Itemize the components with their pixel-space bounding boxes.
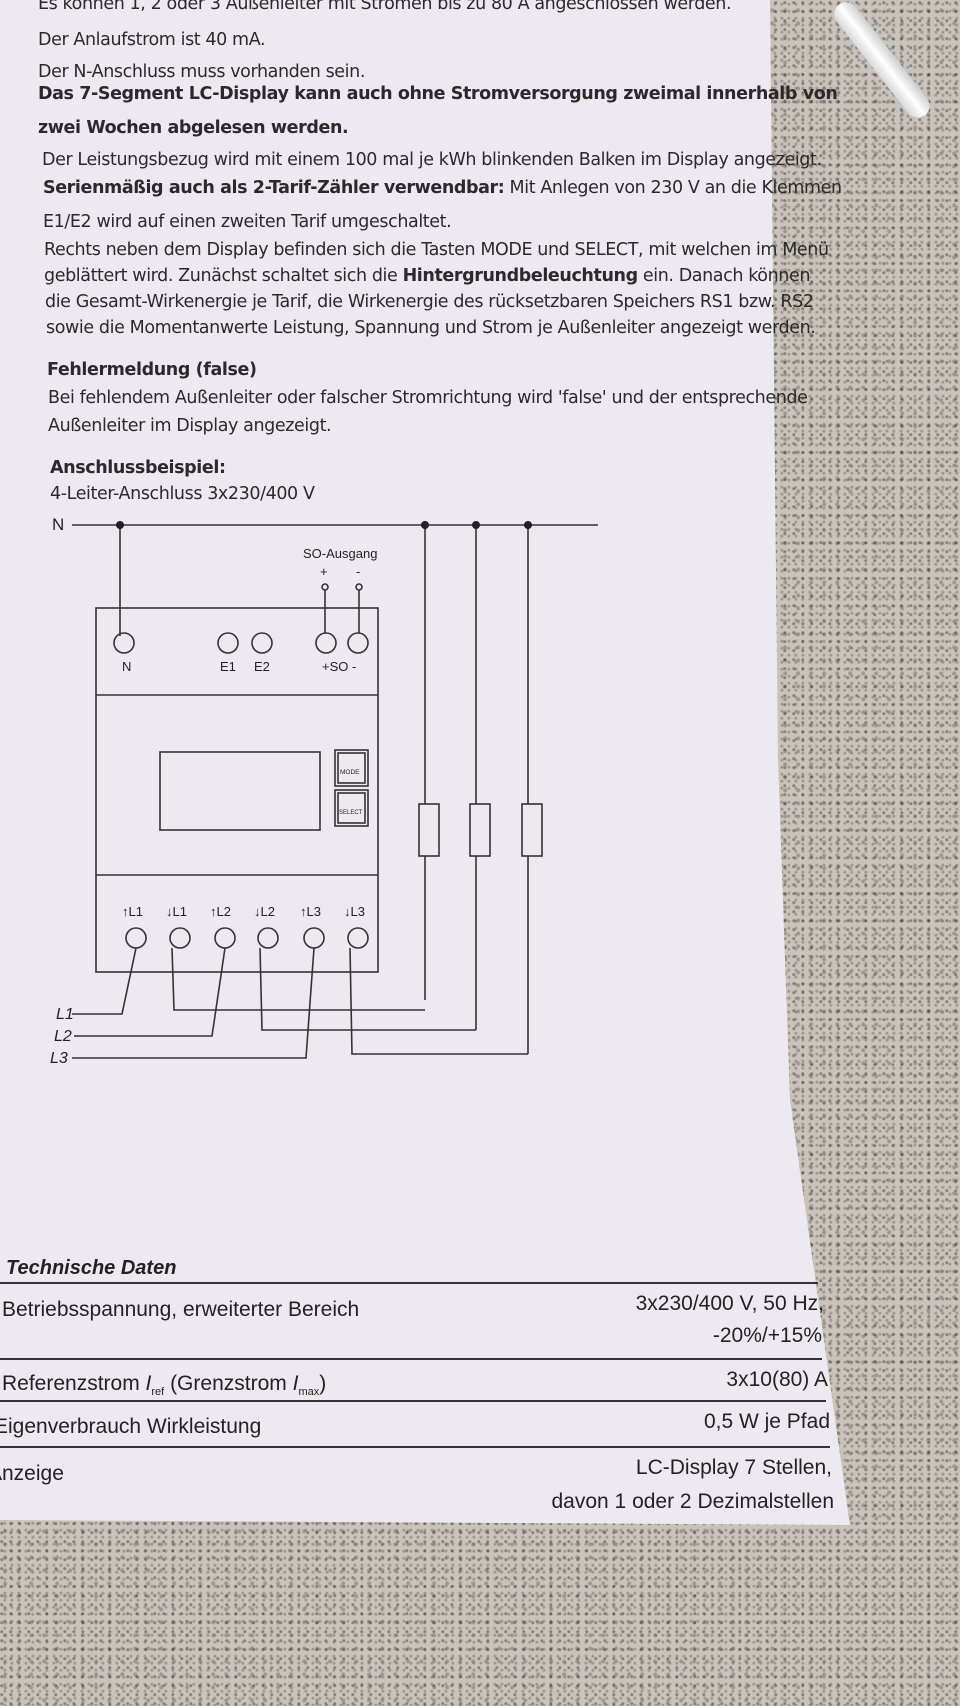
tech-rule-4	[0, 1446, 830, 1448]
wiring-diagram: N SO-Ausgang + - N E1 E2 +SO - MODE SELE…	[50, 515, 598, 1067]
tech-row-2-label: Referenzstrom Iref (Grenzstrom Imax)	[2, 1372, 326, 1398]
tech-row-2-symbol-1: I	[145, 1372, 152, 1395]
tech-rule-1	[0, 1282, 818, 1284]
phase-label-l3: L3	[50, 1050, 68, 1067]
terminal-label-e2: E2	[254, 659, 270, 674]
mode-button-label: MODE	[340, 769, 360, 776]
terminal-label-l2-out: ↓L2	[254, 904, 275, 919]
phase-label-l2: L2	[54, 1028, 72, 1045]
terminal-label-l3-in: ↑L3	[300, 904, 321, 919]
so-minus-label: -	[356, 564, 360, 579]
section-heading-fehlermeldung: Fehlermeldung (false)	[47, 360, 257, 380]
text-line-11: die Gesamt-Wirkenergie je Tarif, die Wir…	[45, 292, 814, 312]
tech-row-2-label-post: )	[319, 1372, 327, 1395]
tech-row-3-value: 0,5 W je Pfad	[703, 1410, 830, 1433]
tech-row-4-value-2: davon 1 oder 2 Dezimalstellen	[551, 1490, 835, 1513]
select-button-label: SELECT	[339, 810, 363, 816]
text-line-7: Serienmäßig auch als 2-Tarif-Zähler verw…	[43, 178, 842, 198]
tech-row-1-value: 3x230/400 V, 50 Hz,	[635, 1292, 824, 1315]
text-line-10-bold: Hintergrundbeleuchtung	[402, 266, 639, 286]
text-line-4: Das 7-Segment LC-Display kann auch ohne …	[38, 84, 838, 104]
tech-row-1-label: Betriebsspannung, erweiterter Bereich	[2, 1298, 360, 1321]
tech-row-4-value: LC-Display 7 Stellen,	[635, 1456, 832, 1479]
tech-row-2-label-mid: (Grenzstrom	[164, 1372, 293, 1395]
text-line-10-rest: ein. Danach können	[637, 266, 811, 286]
so-output-label: SO-Ausgang	[303, 546, 377, 561]
terminal-label-l2-in: ↑L2	[210, 904, 231, 919]
text-line-7-bold: Serienmäßig auch als 2-Tarif-Zähler verw…	[43, 178, 505, 198]
terminal-label-l3-out: ↓L3	[344, 904, 365, 919]
terminal-label-so: +SO -	[322, 659, 356, 674]
tech-row-2-value: 3x10(80) A	[726, 1368, 828, 1391]
tech-data-title: Technische Daten	[6, 1257, 177, 1279]
n-bus-label: N	[52, 515, 64, 534]
text-line-17: 4-Leiter-Anschluss 3x230/400 V	[50, 484, 315, 504]
terminal-label-n: N	[122, 659, 131, 674]
terminal-label-l1-in: ↑L1	[122, 904, 143, 919]
so-plus-label: +	[320, 564, 328, 579]
tech-rule-3	[0, 1400, 826, 1402]
tech-row-4-label: Anzeige	[0, 1462, 64, 1485]
text-line-6: Der Leistungsbezug wird mit einem 100 ma…	[42, 150, 822, 170]
text-line-12: sowie die Momentanwerte Leistung, Spannu…	[46, 318, 816, 338]
text-line-9: Rechts neben dem Display befinden sich d…	[44, 240, 829, 260]
text-line-10-pre: geblättert wird. Zunächst schaltet sich …	[44, 266, 403, 286]
text-line-2: Der Anlaufstrom ist 40 mA.	[38, 30, 266, 50]
section-heading-anschlussbeispiel: Anschlussbeispiel:	[50, 458, 226, 478]
text-line-1: Es können 1, 2 oder 3 Außenleiter mit St…	[38, 0, 732, 14]
text-line-5: zwei Wochen abgelesen werden.	[38, 118, 349, 138]
tech-row-2-symbol-2: I	[292, 1372, 299, 1395]
tech-row-2-label-pre: Referenzstrom	[2, 1372, 146, 1395]
text-line-15: Außenleiter im Display angezeigt.	[48, 416, 332, 436]
tech-row-2-sub-max: max	[298, 1386, 320, 1399]
text-line-8: E1/E2 wird auf einen zweiten Tarif umges…	[43, 212, 452, 232]
tech-row-1-value-2: -20%/+15%	[712, 1324, 822, 1347]
phase-label-l1: L1	[56, 1006, 74, 1023]
terminal-label-l1-out: ↓L1	[166, 904, 187, 919]
terminal-label-e1: E1	[220, 659, 236, 674]
text-line-10: geblättert wird. Zunächst schaltet sich …	[44, 266, 810, 286]
tech-rule-2	[0, 1358, 822, 1360]
tech-row-3-label: Eigenverbrauch Wirkleistung	[0, 1415, 262, 1438]
tech-row-2-sub-ref: ref	[151, 1386, 165, 1399]
white-cable	[829, 0, 935, 123]
text-line-3: Der N-Anschluss muss vorhanden sein.	[38, 62, 365, 82]
text-line-7-rest: Mit Anlegen von 230 V an die Klemmen	[504, 178, 843, 198]
text-line-14: Bei fehlendem Außenleiter oder falscher …	[48, 388, 808, 408]
